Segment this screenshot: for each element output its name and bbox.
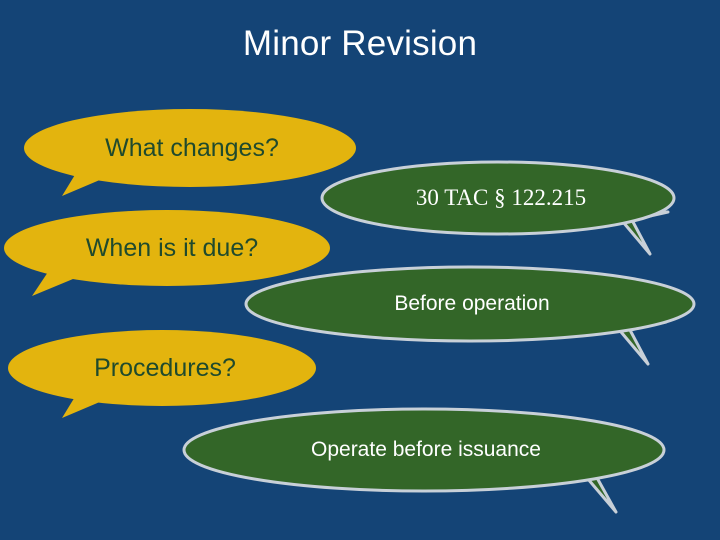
- speech-bubble-green-icon: [320, 160, 676, 256]
- callout-operate-before-issuance[interactable]: Operate before issuance: [182, 406, 670, 518]
- callout-tac-reference[interactable]: 30 TAC § 122.215: [318, 158, 684, 260]
- speech-bubble-yellow-icon: [4, 210, 330, 296]
- speech-bubble-yellow-icon: [8, 330, 316, 418]
- speech-bubble-green-icon: [182, 407, 666, 514]
- speech-bubble-yellow-icon: [24, 109, 356, 196]
- speech-bubble-green-icon: [244, 265, 696, 366]
- callout-what-changes[interactable]: What changes?: [22, 104, 362, 202]
- page-title: Minor Revision: [242, 24, 478, 63]
